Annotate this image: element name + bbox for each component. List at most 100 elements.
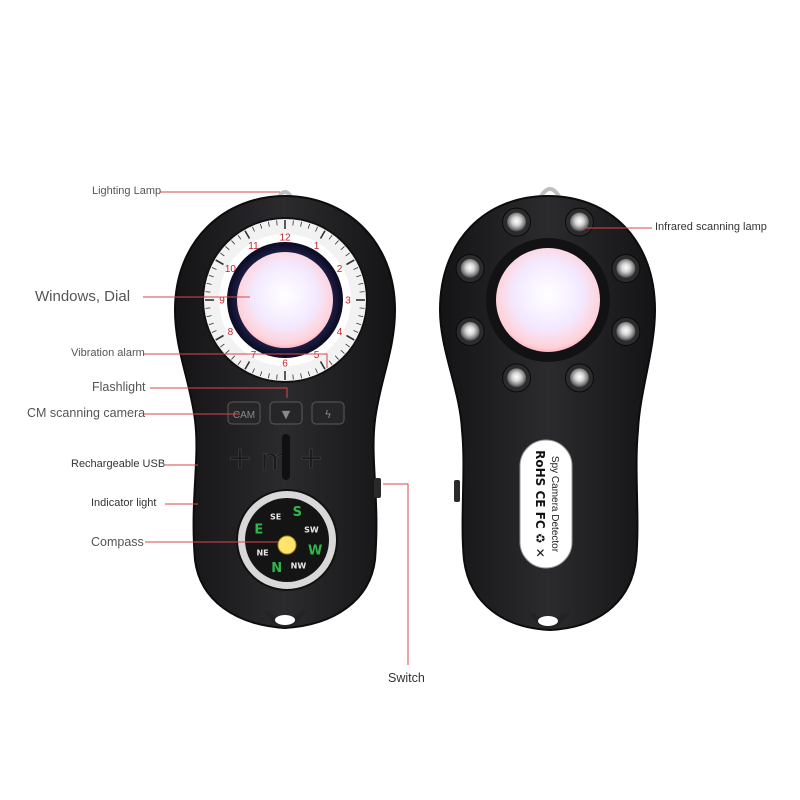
dial-tick	[237, 360, 242, 365]
dial-tick	[292, 374, 294, 380]
dial-tick	[205, 307, 211, 309]
plus-left[interactable]: +	[227, 441, 253, 477]
label-certifications: RoHS CE FC ♻ ✕	[533, 450, 547, 558]
compass-direction: W	[308, 543, 322, 558]
front-bottom-loop	[263, 610, 307, 628]
dial-tick	[319, 230, 326, 239]
dial-tick	[340, 246, 345, 251]
label-cm-scanning-camera: CM scanning camera	[27, 406, 146, 420]
dial-number: 12	[279, 233, 291, 244]
label-lighting-lamp: Lighting Lamp	[92, 185, 162, 197]
back-side-switch	[454, 480, 460, 502]
label-indicator-light: Indicator light	[91, 497, 157, 509]
dial-tick	[206, 282, 212, 285]
side-switch[interactable]	[374, 478, 381, 498]
line-flashlight	[150, 387, 288, 398]
dial-tick	[319, 361, 326, 370]
compass-direction: SW	[304, 526, 319, 535]
label-compass: Compass	[91, 535, 144, 549]
flashlight-button[interactable]	[311, 401, 345, 425]
compass-direction: NW	[291, 561, 307, 570]
dial-tick	[205, 291, 211, 293]
dial-tick	[359, 291, 365, 293]
dial-tick	[300, 373, 303, 379]
infrared-led	[455, 254, 485, 284]
plus-right[interactable]: +	[298, 441, 324, 477]
compass-direction: SE	[270, 513, 281, 522]
dial-tick	[353, 330, 359, 333]
line-switch	[383, 483, 409, 665]
vibration-button[interactable]	[269, 401, 303, 425]
dial-tick	[328, 235, 333, 240]
dial-number: 11	[248, 241, 259, 252]
dial-tick	[315, 226, 318, 232]
dial-tick	[231, 240, 236, 245]
dial-number: 7	[251, 350, 257, 361]
label-vibration-alarm: Vibration alarm	[71, 347, 145, 359]
infrared-led	[564, 207, 594, 237]
infrared-leds	[455, 207, 641, 393]
dial-tick	[334, 355, 339, 360]
compass-direction: E	[254, 523, 263, 538]
infrared-led	[611, 316, 641, 346]
dial-tick	[307, 371, 311, 377]
front-lens	[237, 252, 333, 348]
dial-tick	[358, 315, 364, 318]
dial-tick	[346, 259, 355, 266]
compass-direction: N	[271, 561, 282, 576]
dial-tick	[345, 252, 350, 257]
dial-tick	[211, 267, 217, 270]
dial-tick	[220, 252, 225, 257]
dial-number: 1	[314, 241, 320, 252]
dial-tick	[244, 230, 251, 239]
dial-number: 6	[282, 359, 288, 370]
cam-button-label: CAM	[233, 410, 255, 421]
compass-direction: NE	[256, 548, 268, 557]
back-lens	[496, 248, 600, 352]
dial-number: 2	[337, 264, 343, 275]
dial-tick	[356, 322, 362, 326]
dial-number: 3	[345, 296, 351, 307]
dial-tick	[267, 221, 270, 227]
dial-tick	[358, 282, 364, 285]
dial-number: 10	[225, 264, 237, 275]
dial-tick	[252, 226, 255, 232]
infrared-led	[564, 363, 594, 393]
dial-tick	[225, 349, 230, 354]
dial-tick	[244, 361, 251, 370]
label-windows-dial: Windows, Dial	[35, 288, 131, 305]
dial-tick	[206, 315, 212, 318]
dial-tick	[276, 220, 278, 226]
dial-number: 9	[219, 296, 225, 307]
dial-tick	[300, 221, 303, 227]
dial-tick	[211, 330, 217, 333]
dial-tick	[259, 371, 263, 377]
compass-direction: S	[293, 505, 302, 520]
callout-lines	[143, 191, 652, 665]
infrared-led	[502, 363, 532, 393]
dial-tick	[231, 355, 236, 360]
dial-tick	[215, 259, 224, 266]
dial-tick	[267, 373, 270, 379]
line-vibration-alarm	[143, 353, 328, 368]
dial-tick	[315, 368, 318, 374]
dial-tick	[225, 246, 230, 251]
compass-labels: NNE E SE SSW WNW	[254, 505, 322, 576]
dial-tick	[208, 322, 214, 326]
cam-button[interactable]	[227, 401, 261, 425]
dial-tick	[259, 223, 263, 229]
dial-tick	[359, 307, 365, 309]
infrared-led	[611, 254, 641, 284]
label-flashlight: Flashlight	[92, 380, 146, 394]
dial-tick	[252, 368, 255, 374]
dial-number: 8	[228, 327, 234, 338]
infrared-led	[502, 207, 532, 237]
dial-tick	[345, 343, 350, 348]
infrared-led	[455, 316, 485, 346]
dial-tick	[220, 343, 225, 348]
label-infrared-scanning-lamp: Infrared scanning lamp	[655, 221, 767, 233]
dial-tick	[334, 240, 339, 245]
